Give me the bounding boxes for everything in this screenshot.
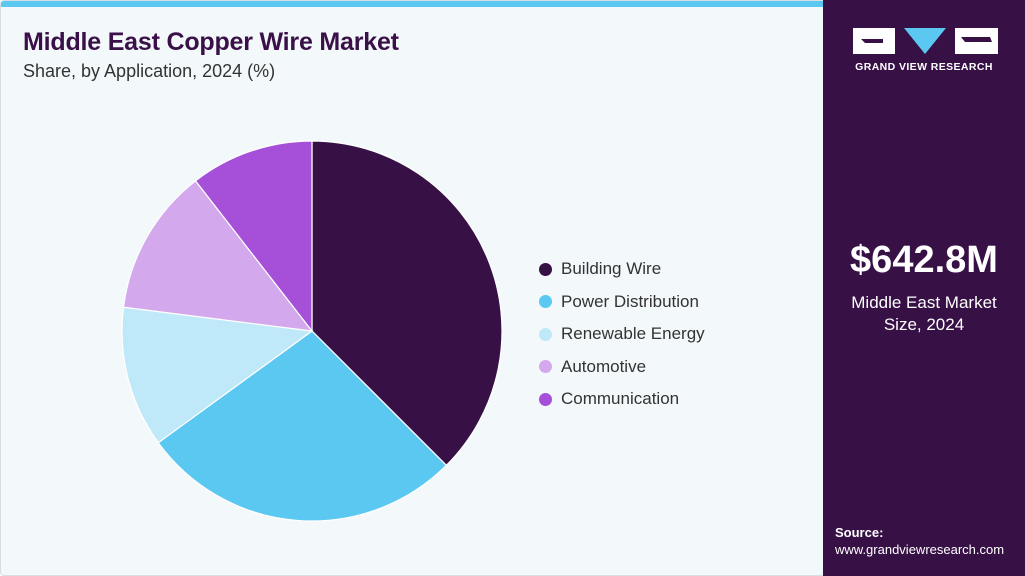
pie-slice-renewable-energy (121, 306, 314, 444)
market-size-value: $642.8M (850, 239, 998, 281)
pie-slice-communication (194, 140, 313, 333)
chart-panel: Middle East Copper Wire Market Share, by… (1, 1, 824, 575)
legend-item-automotive: Automotive (539, 351, 705, 384)
legend-label: Communication (561, 389, 680, 409)
legend-swatch (539, 295, 552, 309)
page-title: Middle East Copper Wire Market (23, 28, 399, 56)
pie-slice-power-distribution (157, 330, 448, 522)
market-size-label-line1: Middle East Market (851, 293, 997, 312)
source-link[interactable]: www.grandviewresearch.com (835, 542, 1005, 557)
legend-swatch (539, 327, 552, 341)
legend-label: Power Distribution (561, 291, 699, 311)
legend-item-renewable-energy: Renewable Energy (539, 318, 705, 351)
legend-swatch (539, 360, 552, 374)
logo-text: GRAND VIEW RESEARCH (855, 61, 993, 73)
source-label: Source: (835, 525, 884, 540)
legend-label: Automotive (561, 356, 647, 376)
legend-label: Renewable Energy (561, 324, 705, 344)
accent-bar (1, 1, 824, 7)
grand-view-research-logo (853, 28, 998, 54)
page-subtitle: Share, by Application, 2024 (%) (23, 61, 276, 81)
legend-label: Building Wire (561, 259, 662, 279)
legend-swatch (539, 262, 552, 276)
pie-slice-automotive (122, 180, 314, 332)
pie-slice-building-wire (311, 140, 503, 467)
market-size-label-line2: Size, 2024 (883, 315, 965, 334)
legend-item-building-wire: Building Wire (539, 253, 705, 286)
legend-swatch (539, 392, 552, 406)
summary-sidebar: GRAND VIEW RESEARCH $642.8M Middle East … (823, 0, 1025, 576)
chart-legend: Building Wire Power Distribution Renewab… (539, 253, 705, 416)
legend-item-power-distribution: Power Distribution (539, 286, 705, 319)
pie-chart (121, 140, 503, 522)
legend-item-communication: Communication (539, 383, 705, 416)
market-size-label: Middle East Market Size, 2024 (823, 292, 1025, 336)
